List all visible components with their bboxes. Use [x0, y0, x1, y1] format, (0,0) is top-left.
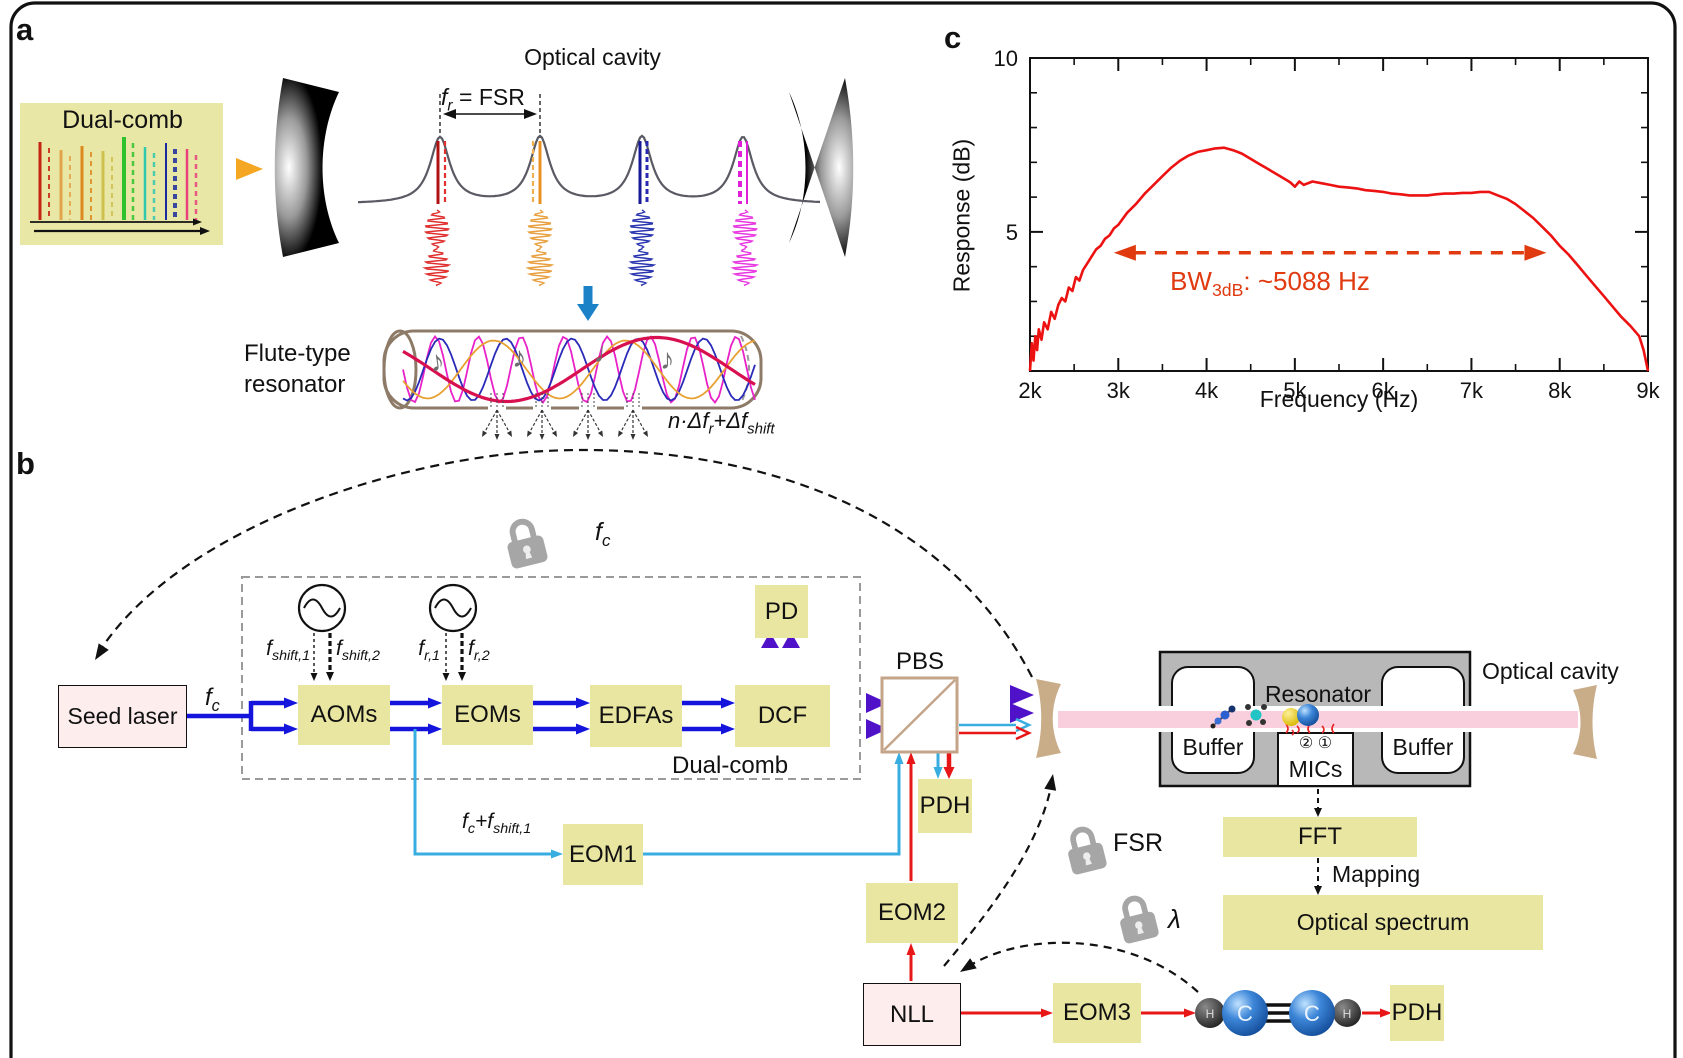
fr1-label: fr,1: [418, 637, 440, 665]
svg-text:10: 10: [994, 46, 1018, 71]
seed-laser-box: Seed laser: [58, 685, 187, 748]
sample-molecules: [1210, 704, 1319, 729]
flute-resonator: [382, 329, 763, 440]
fsr-lock-label: FSR: [1113, 829, 1163, 857]
flute-holes: [482, 393, 648, 440]
fc-label: fc: [205, 684, 220, 715]
panel-c-label: c: [944, 20, 962, 55]
panel-b-artwork: C C H H: [95, 448, 1597, 1036]
dual-comb-label: Dual-comb: [672, 752, 789, 779]
lambda-feedback-arc: [965, 941, 1199, 993]
optical-spectrum-box: Optical spectrum: [1223, 895, 1543, 950]
panel-a-label: a: [16, 12, 34, 47]
cavity-mirror-right-icon: [789, 78, 854, 257]
cavity-mirror-left-icon: [274, 78, 339, 257]
pbs-label: PBS: [895, 648, 945, 675]
music-note-icon: ♪: [512, 342, 527, 374]
resonator-label: Resonator: [1264, 681, 1372, 707]
eom1-box: EOM1: [563, 824, 643, 885]
chart-xlabel: Frequency (Hz): [1259, 386, 1419, 412]
dcf-box: DCF: [735, 685, 830, 747]
svg-text:2k: 2k: [1018, 378, 1042, 403]
beam-arrow-icon: [236, 158, 263, 180]
fc-feedback-arc: [98, 448, 1033, 678]
aoms-box: AOMs: [298, 685, 390, 745]
fc-lock-label: fc: [595, 518, 611, 550]
lambda-lock-icon: [1115, 895, 1160, 945]
svg-text:H: H: [1206, 1007, 1215, 1021]
oscillator-icon: [428, 583, 478, 633]
down-arrow-icon: [577, 304, 599, 321]
frequency-shift-formula: n·Δfr+Δfshift: [668, 408, 775, 438]
music-note-icon: ♩: [592, 336, 625, 372]
mapping-label: Mapping: [1332, 861, 1421, 887]
eom2-box: EOM2: [866, 883, 958, 943]
dual-comb-dashed-box: [241, 576, 861, 780]
fshift2-label: fshift,2: [336, 637, 380, 665]
figure-frame: [9, 1, 1677, 1058]
mics-label: MICs: [1288, 756, 1343, 782]
acetylene-molecule: C C H H: [1195, 990, 1361, 1036]
buffer-right-label: Buffer: [1392, 734, 1454, 760]
mic-numbers: ② ①: [1298, 735, 1333, 752]
buffer-left-label: Buffer: [1182, 734, 1244, 760]
input-mirror-icon: [1036, 679, 1061, 758]
pd-box: PD: [755, 585, 808, 638]
nll-box: NLL: [863, 983, 961, 1046]
fr-fsr-label: fr = FSR: [441, 84, 525, 115]
fsr-lock-icon: [1063, 826, 1108, 876]
pdh-bottom-box: PDH: [1390, 985, 1444, 1041]
svg-text:9k: 9k: [1636, 378, 1660, 403]
svg-text:C: C: [1304, 1001, 1320, 1026]
fr2-label: fr,2: [468, 637, 490, 665]
response-chart: 2k 3k 4k 5k 6k 7k 8k 9k 5 10: [994, 46, 1661, 403]
dual-comb-inset-title: Dual-comb: [62, 106, 183, 134]
comb-wave-packets: [422, 209, 760, 287]
svg-text:4k: 4k: [1195, 378, 1219, 403]
oscillator-icon: [297, 583, 347, 633]
dual-comb-spectrum: [30, 137, 210, 235]
svg-text:H: H: [1343, 1007, 1352, 1021]
end-mirror-icon: [1573, 685, 1597, 759]
svg-text:5: 5: [1006, 220, 1018, 245]
eoms-box: EOMs: [442, 685, 533, 745]
lambda-lock-label: λ: [1168, 904, 1181, 934]
svg-text:C: C: [1237, 1001, 1253, 1026]
optical-cavity-title: Optical cavity: [524, 44, 661, 70]
fsr-feedback-arc: [943, 781, 1054, 967]
chart-ylabel: Response (dB): [948, 138, 975, 293]
pbs-cube: [880, 676, 959, 754]
fc-plus-fshift1-label: fc+fshift,1: [462, 810, 532, 838]
svg-text:3k: 3k: [1107, 378, 1131, 403]
fc-lock-icon: [502, 518, 548, 570]
music-note-icon: ♪: [660, 344, 675, 376]
cavity-modes: [358, 134, 820, 204]
svg-text:8k: 8k: [1548, 378, 1572, 403]
fft-box: FFT: [1223, 817, 1417, 857]
pdh-top-box: PDH: [918, 779, 972, 833]
bandwidth-annotation: BW3dB: ~5088 Hz: [1170, 266, 1370, 301]
eom3-box: EOM3: [1053, 983, 1141, 1043]
signal-wires: [185, 633, 1392, 1018]
comb-beam-arrows: [761, 632, 1034, 741]
panel-b-label: b: [16, 446, 35, 481]
svg-text:7k: 7k: [1460, 378, 1484, 403]
panel-a-artwork: [20, 78, 854, 440]
svg-text:6k: 6k: [1372, 378, 1396, 403]
mics-box: [1277, 732, 1354, 787]
optical-cavity-b-label: Optical cavity: [1482, 658, 1619, 684]
edfas-box: EDFAs: [590, 685, 682, 747]
svg-text:5k: 5k: [1283, 378, 1307, 403]
fshift1-label: fshift,1: [266, 637, 310, 665]
